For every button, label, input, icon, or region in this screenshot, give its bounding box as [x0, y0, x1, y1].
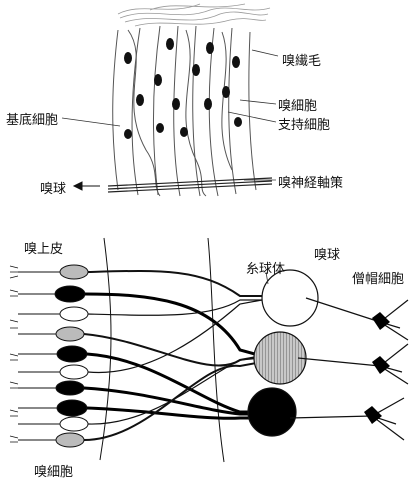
- label-epithelium: 嗅上皮: [24, 238, 63, 257]
- top-leader-lines: [62, 50, 278, 180]
- label-axon-bundle: 嗅神経軸策: [278, 172, 343, 191]
- label-glomerulus: 糸球体: [246, 258, 285, 277]
- epithelium-cells: [113, 26, 256, 196]
- label-basal-cell: 基底細胞: [6, 109, 58, 128]
- label-bulb-bottom: 嗅球: [314, 244, 340, 263]
- label-supporting-cell: 支持細胞: [278, 114, 330, 133]
- label-cilia: 嗅繊毛: [282, 50, 321, 69]
- mitral-cell-bodies: [364, 312, 390, 424]
- label-bulb-top: 嗅球: [40, 178, 66, 197]
- label-mitral-cell: 僧帽細胞: [352, 268, 404, 287]
- label-olfactory-cell-bottom: 嗅細胞: [34, 461, 73, 480]
- receptor-cells: [10, 265, 88, 447]
- bulb-arrow: [74, 182, 100, 190]
- glomeruli: [248, 270, 318, 436]
- cell-nuclei: [124, 38, 242, 139]
- label-olfactory-cell-top: 嗅細胞: [278, 95, 317, 114]
- cilia-tuft: [118, 4, 270, 26]
